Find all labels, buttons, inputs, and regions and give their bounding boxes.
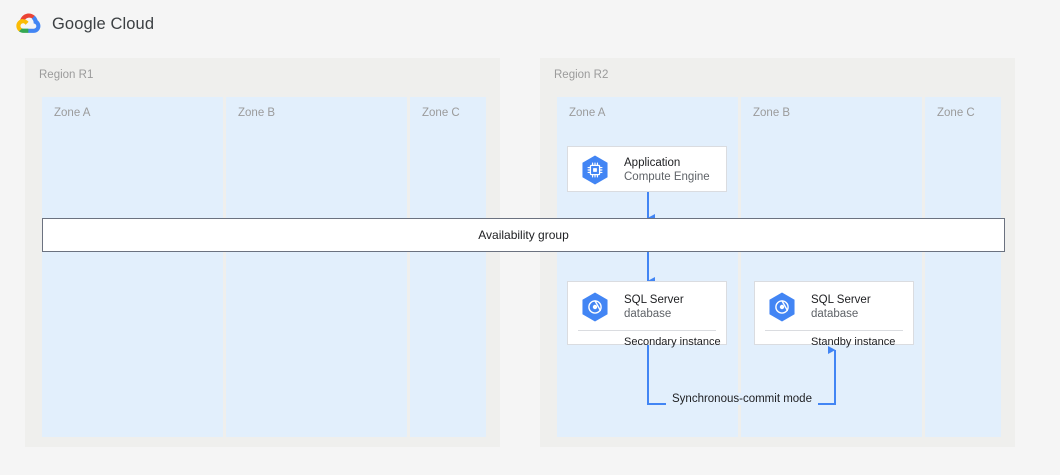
synchronous-commit-mode-label: Synchronous-commit mode: [666, 393, 818, 405]
secondary-card-subtitle: database: [624, 308, 672, 320]
compute-engine-hexagon-icon: [582, 155, 608, 185]
availability-group-label: Availability group: [478, 228, 569, 242]
secondary-card-title: SQL Server: [624, 294, 684, 306]
region-r2-label: Region R2: [554, 69, 609, 81]
standby-card-title: SQL Server: [811, 294, 871, 306]
secondary-card-footer: Secondary instance: [578, 330, 721, 354]
r1-zone-c-label: Zone C: [422, 107, 460, 119]
r1-zone-c: Zone C: [410, 97, 486, 437]
r2-zone-b-label: Zone B: [753, 107, 791, 119]
r2-zone-b: Zone B: [741, 97, 922, 437]
region-r1-label: Region R1: [39, 69, 94, 81]
r2-zone-c-label: Zone C: [937, 107, 975, 119]
r1-zone-a-label: Zone A: [54, 107, 91, 119]
r1-zone-b: Zone B: [226, 97, 407, 437]
application-card-title: Application: [624, 157, 681, 169]
standby-instance-label: Standby instance: [811, 336, 896, 348]
standby-card-subtitle: database: [811, 308, 859, 320]
r2-zone-a-label: Zone A: [569, 107, 606, 119]
card-sql-server-secondary[interactable]: SQL Server database Secondary instance: [567, 281, 727, 348]
card-application-compute-engine[interactable]: Application Compute Engine: [567, 146, 727, 192]
sql-server-hexagon-icon: [769, 292, 795, 322]
google-cloud-logo-icon: [16, 13, 41, 33]
card-sql-server-standby[interactable]: SQL Server database Standby instance: [754, 281, 914, 348]
brand-title: Google Cloud: [52, 14, 155, 33]
application-card-subtitle: Compute Engine: [624, 171, 710, 183]
r2-zone-c: Zone C: [925, 97, 1001, 437]
secondary-instance-label: Secondary instance: [624, 336, 721, 348]
availability-group-bar: Availability group: [42, 218, 1005, 252]
r1-zone-a: Zone A: [42, 97, 223, 437]
sql-server-hexagon-icon: [582, 292, 608, 322]
page-header: Google Cloud: [0, 0, 1060, 48]
r1-zone-b-label: Zone B: [238, 107, 276, 119]
standby-card-footer: Standby instance: [765, 330, 903, 354]
